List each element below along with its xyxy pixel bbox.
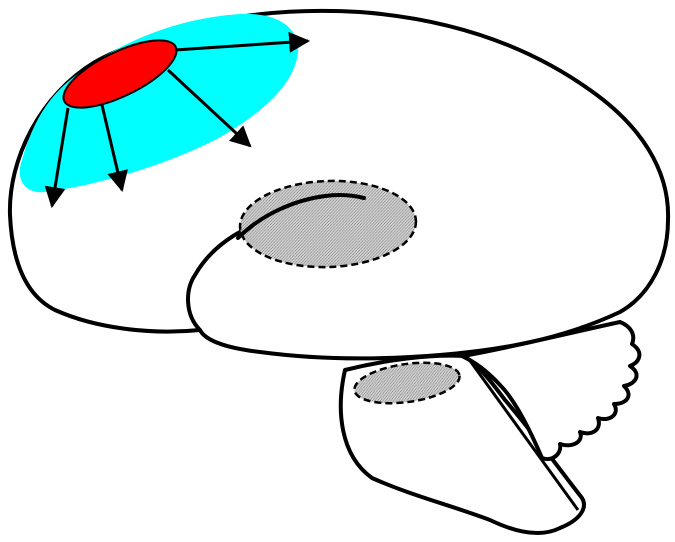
- brain-diagram: [0, 0, 675, 542]
